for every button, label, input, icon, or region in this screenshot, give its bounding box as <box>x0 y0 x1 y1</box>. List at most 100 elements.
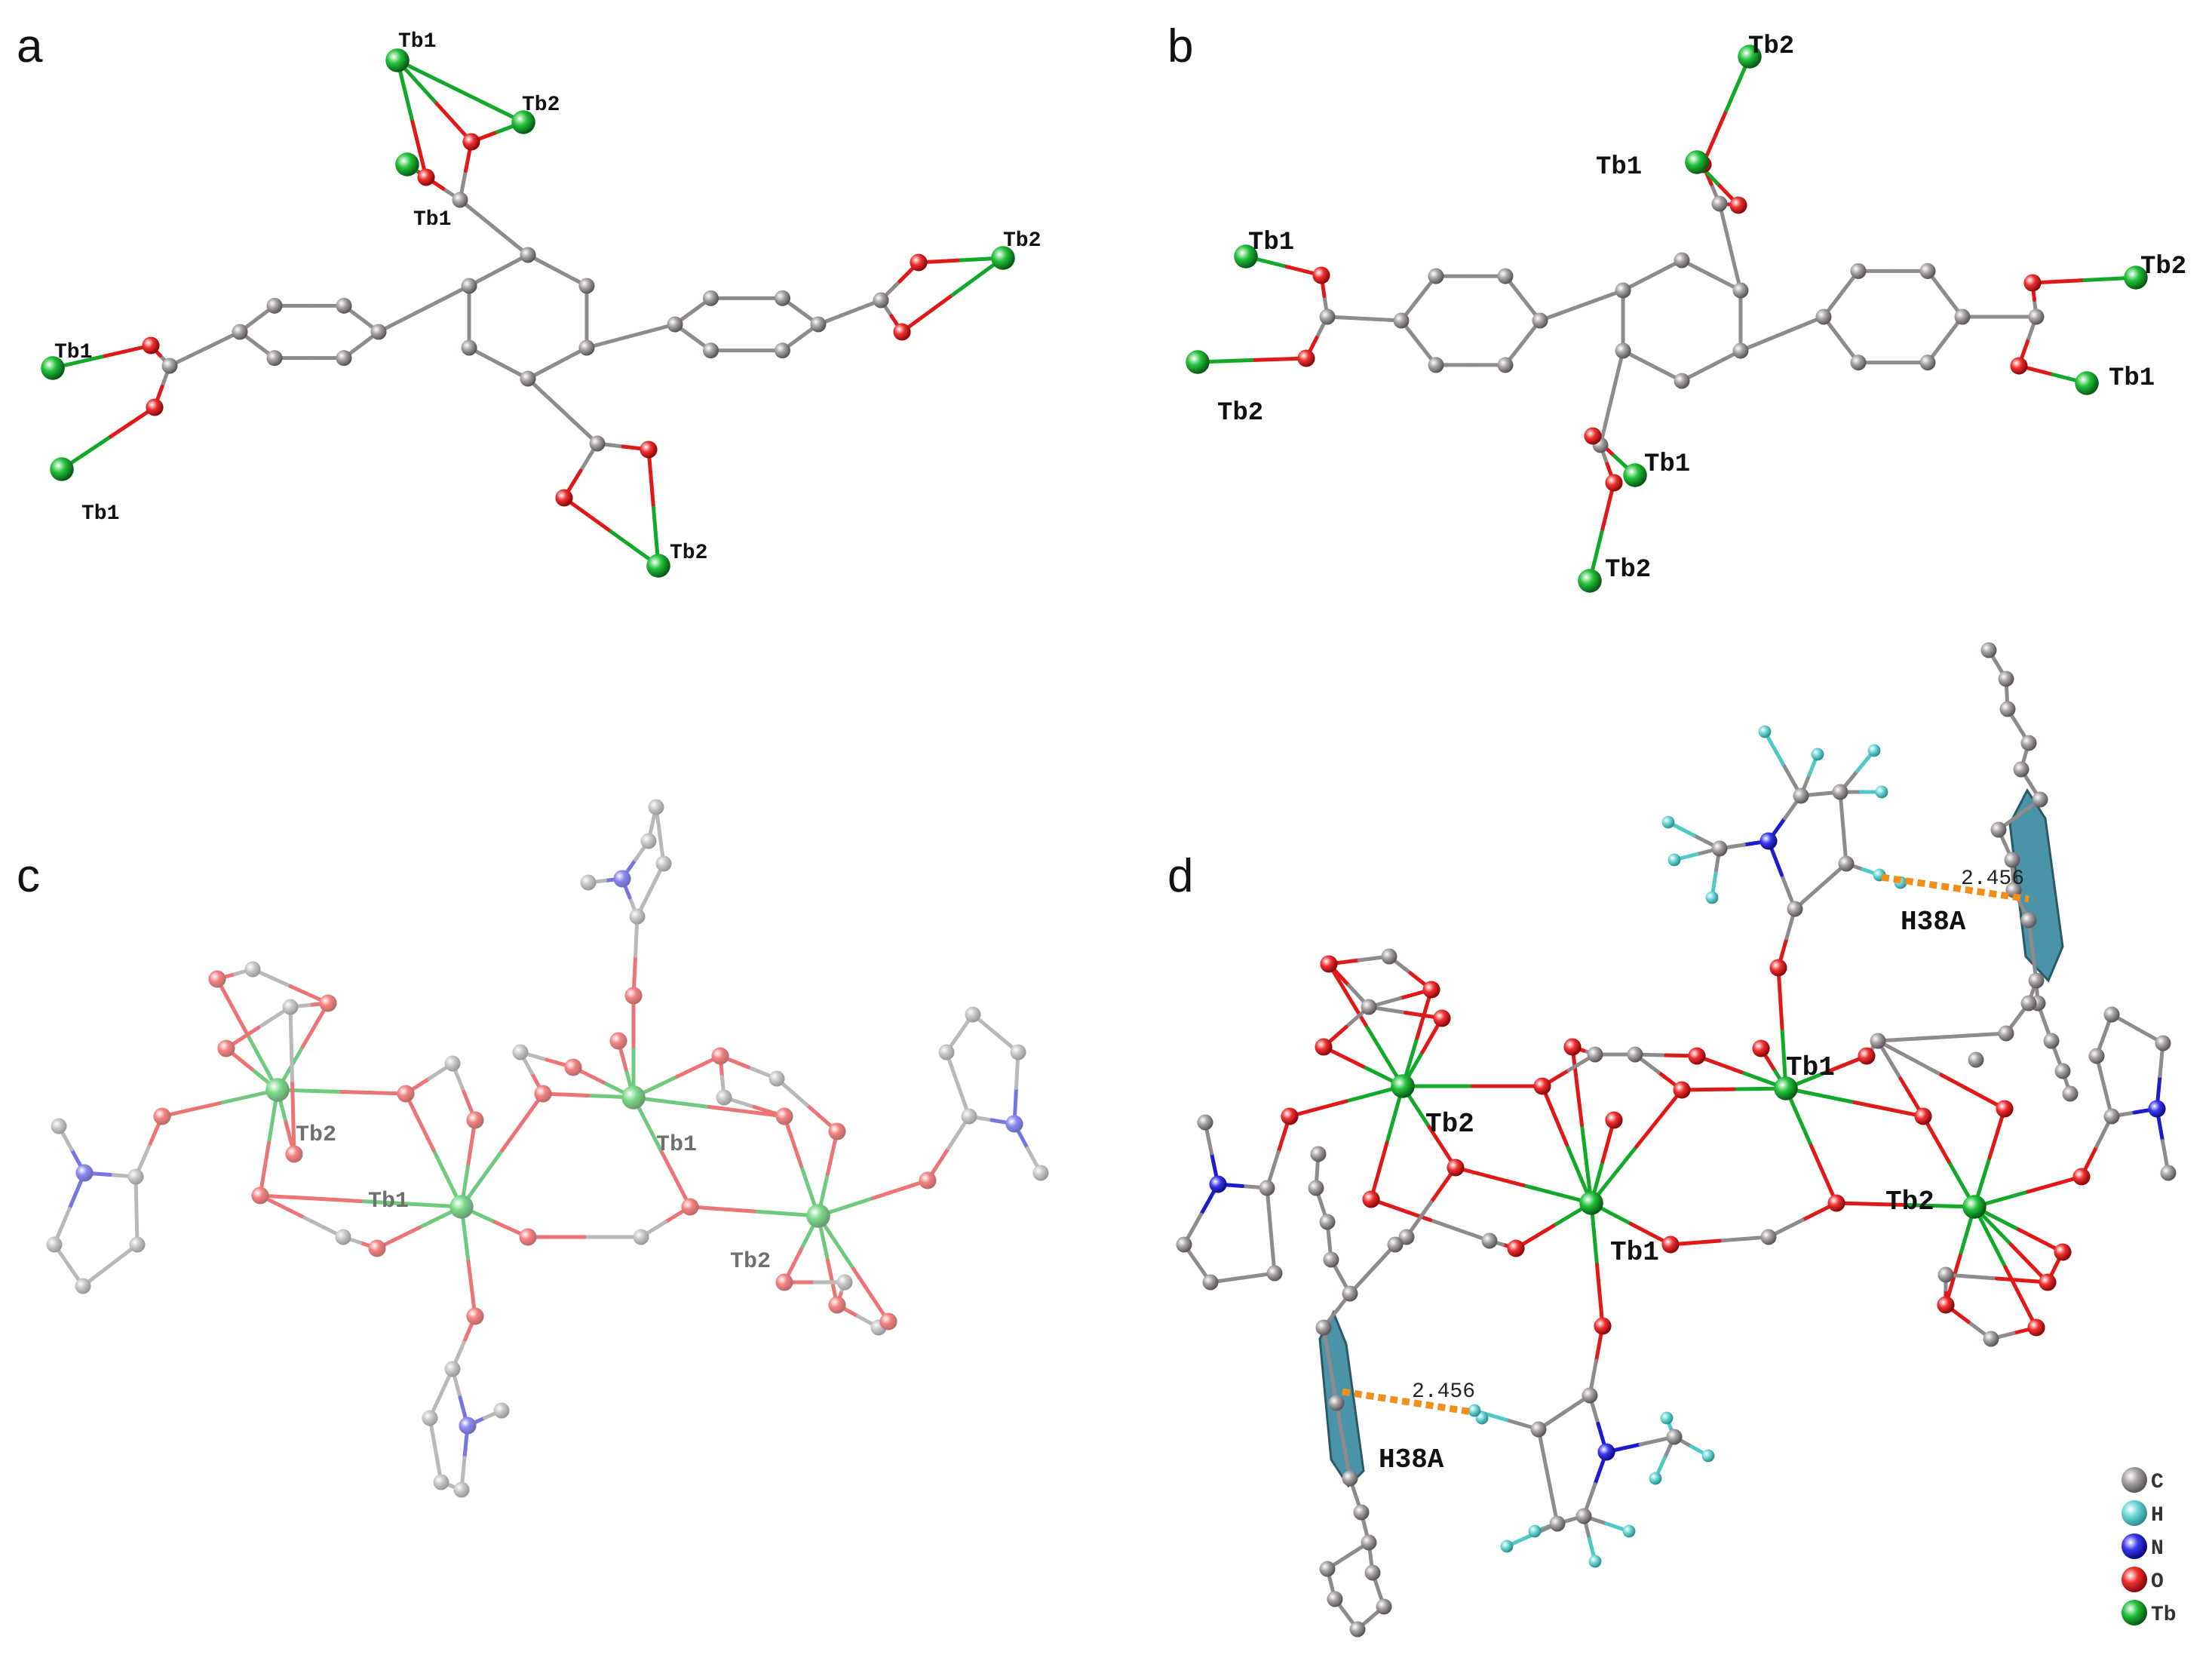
atom-o <box>1297 349 1315 367</box>
atom-c <box>580 874 597 891</box>
bond <box>432 99 474 144</box>
atom-t <box>395 152 419 177</box>
atom-t <box>1774 1076 1798 1100</box>
atom-c <box>1615 282 1631 299</box>
bond <box>258 1193 363 1203</box>
atom-c <box>1349 1621 1366 1638</box>
atom-c <box>1376 1598 1392 1615</box>
atom-o <box>1315 1038 1333 1056</box>
legend-label-h: H <box>2151 1504 2164 1527</box>
atom-c <box>2028 972 2045 989</box>
panel-letter-c: c <box>17 850 40 902</box>
atom-t <box>511 110 535 134</box>
hbond-contact <box>1881 873 2029 903</box>
bond <box>1364 1023 1405 1088</box>
atom-o <box>828 1122 846 1140</box>
atom-c <box>633 1229 649 1245</box>
atom-c <box>1342 1285 1358 1302</box>
atom-o <box>1605 1111 1623 1129</box>
bond <box>403 1091 436 1153</box>
atom-o <box>1858 1047 1876 1065</box>
atom-o <box>828 1296 846 1314</box>
atom-c <box>2028 308 2045 325</box>
atom-c <box>1202 1274 1219 1291</box>
atom-c <box>1575 1508 1592 1524</box>
atom-o <box>2054 1243 2072 1261</box>
atom-c <box>1259 1180 1275 1196</box>
atom-t <box>265 1078 290 1102</box>
legend-label-o: O <box>2151 1570 2164 1594</box>
atom-c <box>433 1474 449 1490</box>
atom-c <box>1497 357 1514 373</box>
atom-c <box>873 292 889 308</box>
atom-t <box>1186 350 1210 374</box>
bond <box>1876 1035 1944 1043</box>
atom-c <box>266 350 283 367</box>
bond <box>359 1199 464 1209</box>
atom-c <box>2088 1048 2105 1064</box>
atom-t <box>1391 1074 1415 1098</box>
atom-t <box>41 356 65 380</box>
atom-o <box>775 1273 793 1291</box>
atom-c <box>1497 268 1514 284</box>
atom-c <box>266 297 283 314</box>
atom-c <box>1393 312 1410 329</box>
atom-o <box>1533 1077 1551 1095</box>
bond <box>1834 1201 1907 1207</box>
legend-swatch-n <box>2121 1533 2147 1559</box>
atom-o <box>711 1047 729 1065</box>
atom-c <box>244 961 261 978</box>
atom-c <box>1838 855 1855 872</box>
atom-o <box>466 1307 484 1325</box>
atom-t <box>991 246 1015 270</box>
atom-c <box>2043 1033 2060 1049</box>
atom-o <box>624 987 643 1005</box>
atom-c <box>1937 1266 1954 1283</box>
atom-c <box>453 1481 470 1498</box>
atom-h <box>1758 725 1772 738</box>
atom-c <box>2155 1035 2171 1051</box>
atom-c <box>1711 195 1728 212</box>
label-tb1: Tb1 <box>1596 153 1642 182</box>
atom-c <box>2020 912 2037 929</box>
atom-c <box>1342 1470 1358 1487</box>
atom-o <box>417 168 435 186</box>
atom-c <box>1732 342 1749 359</box>
atom-c <box>1990 821 2007 838</box>
atom-o <box>919 1171 937 1189</box>
atom-c <box>2013 761 2029 778</box>
atom-c <box>336 350 352 367</box>
atom-c <box>1266 1265 1283 1282</box>
bond <box>562 496 613 534</box>
atom-c <box>1815 308 1832 325</box>
legend-swatch-c <box>2121 1467 2147 1493</box>
atom-o <box>397 1085 415 1103</box>
atom-t <box>385 48 410 72</box>
label-tb1: Tb1 <box>1248 229 1294 257</box>
label-tb1: Tb1 <box>54 341 92 364</box>
atom-c <box>1674 373 1690 389</box>
atom-o <box>1661 1236 1680 1254</box>
atom-h <box>1811 747 1824 761</box>
atom-n <box>1597 1443 1615 1461</box>
bond <box>688 1205 756 1214</box>
atom-o <box>1827 1194 1845 1212</box>
atom-t <box>1685 150 1709 174</box>
atom-c <box>2103 1108 2120 1125</box>
atom-c <box>2062 1085 2079 1102</box>
atom-o <box>1584 427 1602 445</box>
bond <box>1580 1123 1594 1205</box>
atom-h <box>1528 1524 1542 1538</box>
atom-o <box>1769 959 1787 977</box>
atom-o <box>2010 357 2028 375</box>
label-tb1: Tb1 <box>81 502 119 526</box>
atom-h <box>1867 744 1881 757</box>
label-tb2: Tb2 <box>1217 399 1263 428</box>
atom-t <box>1738 45 1762 69</box>
atom-t <box>449 1195 474 1219</box>
atom-c <box>336 297 352 314</box>
atom-c <box>1732 282 1749 299</box>
atom-o <box>910 253 928 272</box>
